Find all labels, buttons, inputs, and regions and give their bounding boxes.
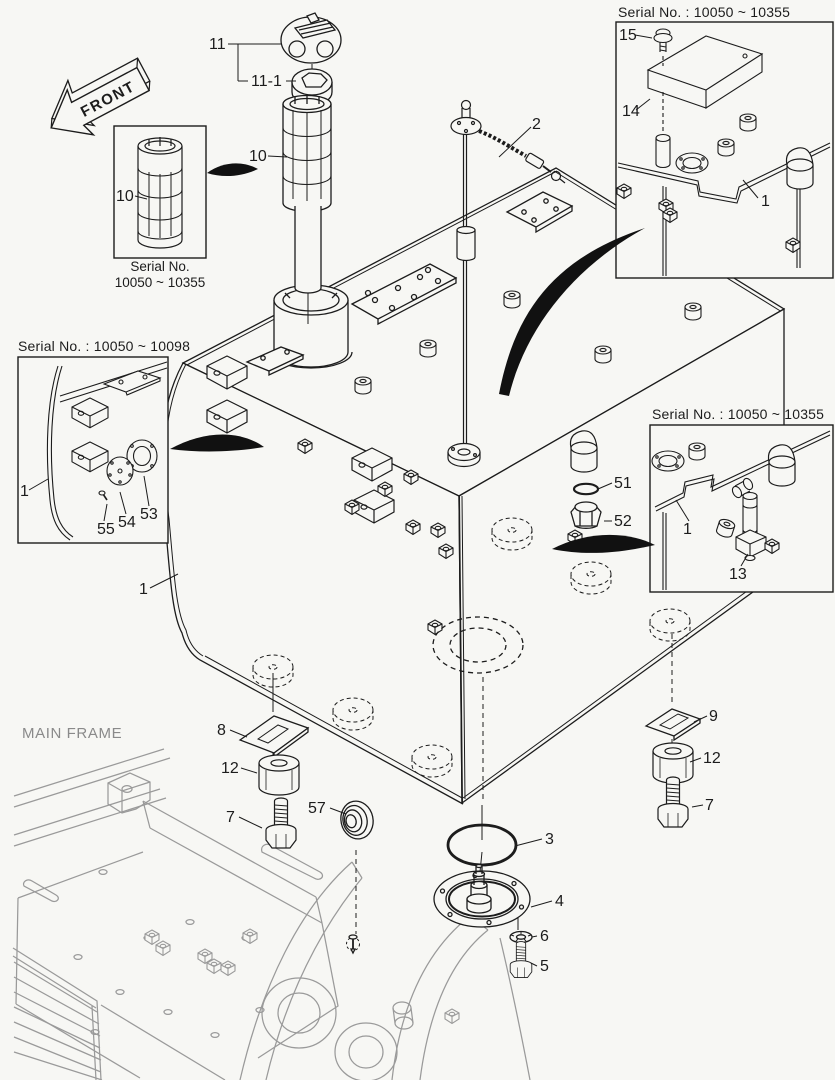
callout-1-right-inset: 1: [683, 521, 692, 538]
callout-10-main: 10: [249, 148, 267, 165]
inset-top-right-title: Serial No. : 10050 ~ 10355: [618, 4, 790, 20]
callout-6: 6: [540, 928, 549, 945]
inset-strainer-caption-2: 10050 ~ 10355: [115, 275, 205, 290]
callout-10-inset: 10: [116, 188, 134, 205]
callout-5: 5: [540, 958, 549, 975]
strainer-drawing: [282, 94, 332, 294]
callout-4: 4: [555, 893, 564, 910]
inset-right-box: [649, 424, 834, 593]
main-frame-drawing: [12, 748, 531, 1080]
mount-12-left-drawing: [258, 754, 300, 796]
callout-15: 15: [619, 27, 637, 44]
callout-12-left: 12: [221, 760, 239, 777]
filler-neck: [269, 284, 353, 369]
callout-57: 57: [308, 800, 326, 817]
plug-57-drawing: [340, 800, 374, 840]
swoosh-arrow-top: [499, 228, 645, 396]
callout-55: 55: [97, 521, 115, 538]
callout-1-top-right: 1: [761, 193, 770, 210]
callout-9: 9: [709, 708, 718, 725]
joint-13-drawing: [714, 477, 780, 562]
callout-labels: 11 11-1 10 10 2 15 14 1 1 55 54 53 1 1 1…: [20, 27, 770, 975]
callout-11: 11: [209, 36, 226, 53]
callout-51: 51: [614, 475, 632, 492]
callout-52: 52: [614, 513, 632, 530]
detail-swoosh-arrows: [170, 163, 655, 553]
callout-53: 53: [140, 506, 158, 523]
callout-13: 13: [729, 566, 747, 583]
front-direction-arrow: FRONT: [50, 57, 151, 136]
callout-2: 2: [532, 116, 541, 133]
inset-right-title: Serial No. : 10050 ~ 10355: [652, 406, 824, 422]
flange-4-drawing: [433, 863, 531, 928]
screw-57-target: [346, 934, 360, 955]
callout-1-left-inset: 1: [20, 483, 29, 500]
callout-7-right: 7: [705, 797, 714, 814]
plate-8-drawing: [238, 715, 310, 759]
callout-1-main: 1: [139, 581, 148, 598]
drain-elbow: [569, 430, 598, 473]
titles-and-captions: Serial No. : 10050 ~ 10355 Serial No. : …: [18, 4, 824, 742]
swoosh-arrow-inset: [207, 163, 258, 177]
plug-52-drawing: [570, 501, 602, 529]
bolt-7-left-drawing: [265, 797, 297, 849]
callout-14: 14: [622, 103, 640, 120]
inset-strainer-box: [113, 125, 207, 259]
filler-cap-drawing: [280, 12, 342, 64]
callout-11-1: 11-1: [251, 73, 282, 90]
leader-lines: [28, 34, 759, 967]
callout-7-left: 7: [226, 809, 235, 826]
inset-strainer-caption-1: Serial No.: [130, 259, 189, 274]
callout-54: 54: [118, 514, 136, 531]
swoosh-arrow-left: [170, 434, 264, 452]
swoosh-arrow-right: [552, 534, 655, 553]
plate-9-drawing: [644, 708, 702, 742]
inset-left-box: [17, 356, 169, 544]
fuel-sensor-drawing: [447, 99, 566, 468]
washer-6-drawing: [509, 930, 533, 944]
inset-left-title: Serial No. : 10050 ~ 10098: [18, 338, 190, 354]
bolt-5-drawing: [509, 941, 533, 979]
inset-top-right-box: [615, 21, 834, 279]
bolt-7-right-drawing: [657, 776, 689, 828]
callout-8: 8: [217, 722, 226, 739]
callout-12-right: 12: [703, 750, 721, 767]
main-frame-label: MAIN FRAME: [22, 725, 122, 742]
callout-3: 3: [545, 831, 554, 848]
